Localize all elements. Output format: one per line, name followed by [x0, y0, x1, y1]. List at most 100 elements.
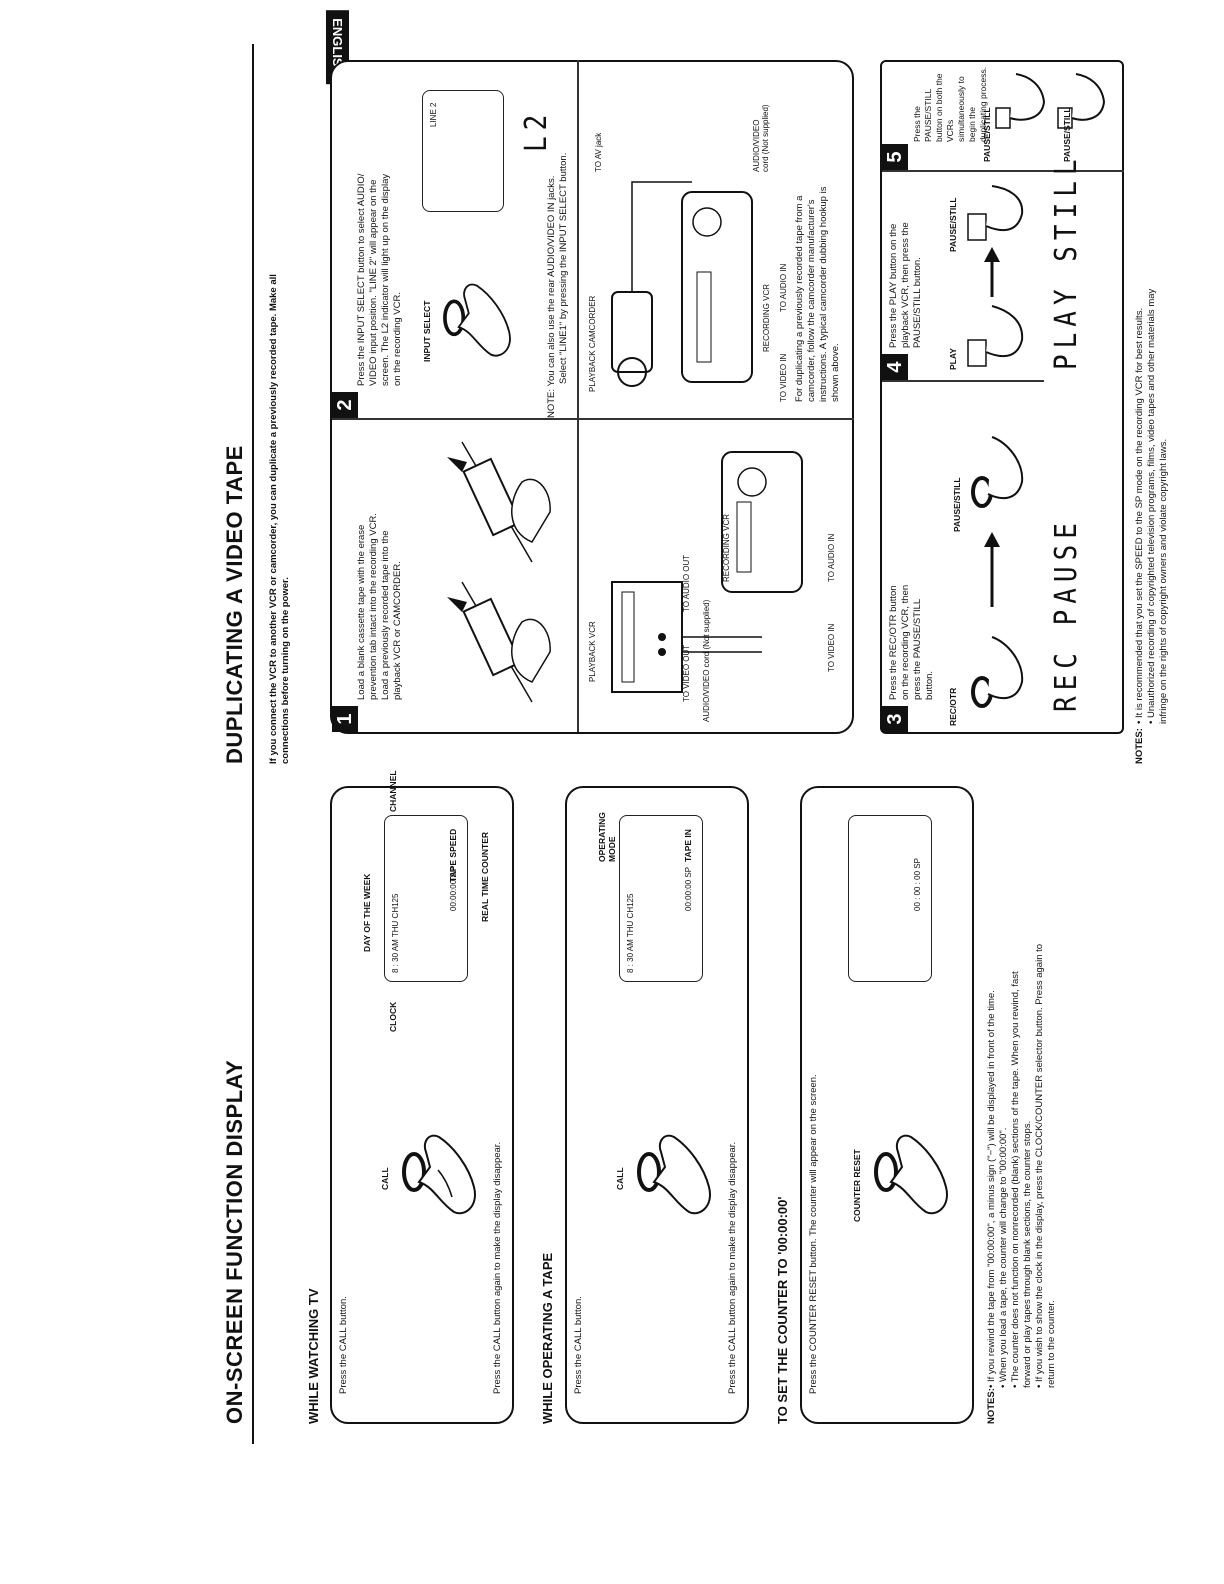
callout-speed: TAPE SPEED: [448, 828, 458, 882]
cord-line: cord (Not supplied): [761, 104, 770, 172]
step-3-text: Press the REC/OTR button on the recordin…: [888, 585, 936, 700]
vcr-connection-diagram: [611, 451, 803, 693]
step-text-line: on the recording VCR.: [392, 292, 403, 386]
callout-channel: CHANNEL: [388, 770, 398, 812]
to-audio-in-label: TO AUDIO IN: [827, 533, 836, 582]
call-button-label: CALL: [615, 1167, 625, 1190]
step-text-line: Load a blank cassette tape with the eras…: [356, 524, 367, 700]
step-5-badge: 5: [882, 144, 908, 170]
intro-line: connections before turning on the power.: [280, 577, 291, 764]
step-text-line: screen. The L2 indicator will light up o…: [380, 173, 391, 386]
tv-screen: 00 : 00 : 00 SP: [848, 815, 932, 982]
divider-vertical: [882, 380, 1044, 382]
watching-panel: Press the CALL button. CALL 8 : 30 AM TH…: [330, 770, 514, 1424]
intro-line: If you connect the VCR to another VCR or…: [268, 274, 279, 764]
step-4-text: Press the PLAY button on the playback VC…: [888, 222, 924, 348]
finger-press-icon: [402, 1134, 476, 1215]
step-text-line: button.: [924, 670, 935, 700]
to-video-in-label: TO VIDEO IN: [779, 353, 788, 402]
steps-3-5-panel: 3 Press the REC/OTR button on the record…: [880, 60, 1124, 734]
step-text-line: playback VCR or CAMCORDER.: [392, 561, 403, 700]
line2-screen: LINE 2: [422, 90, 504, 212]
note-line: Select "LINE1" by pressing the INPUT SEL…: [558, 152, 569, 384]
step-2-note: NOTE: You can also use the rear AUDIO/VI…: [546, 153, 570, 418]
playback-vcr-label: PLAYBACK VCR: [588, 621, 597, 682]
step-text-line: on the recording VCR, then: [900, 584, 911, 700]
right-notes: NOTES: • It is recommended that you set …: [1134, 44, 1170, 764]
callout-clock: CLOCK: [388, 1001, 398, 1032]
cord-line: AUDIO/VIDEO: [752, 119, 761, 172]
step-text-line: simultaneously to begin the: [956, 76, 977, 142]
left-page-title: ON-SCREEN FUNCTION DISPLAY: [222, 1059, 247, 1424]
to-video-out-label: TO VIDEO OUT: [682, 644, 691, 702]
instruction-line: For duplicating a previously recorded ta…: [794, 195, 805, 402]
step-text-line: Press the INPUT SELECT button to select …: [356, 173, 367, 386]
screen-top-line: 8 : 30 AM THU CH125: [391, 893, 400, 973]
av-cord-label: AUDIO/VIDEO cord (Not supplied): [752, 104, 770, 172]
notes-label: NOTES:: [986, 1388, 997, 1424]
step-text-line: prevention tab intact into the recording…: [368, 513, 379, 700]
input-select-label: INPUT SELECT: [422, 300, 432, 362]
note-line: • Unauthorized recording of copyrighted …: [1146, 288, 1157, 724]
step-text-line: Press the REC/OTR button: [888, 585, 899, 700]
step-text-line: playback VCR, then press the: [900, 222, 911, 348]
divider-horizontal: [577, 60, 579, 732]
callout-day: DAY OF THE WEEK: [362, 873, 372, 952]
play-pause-sequence-icon: [967, 185, 1024, 367]
rec-pause-display: REC PAUSE: [1049, 517, 1085, 712]
operating-after: Press the CALL button again to make the …: [727, 1141, 738, 1394]
divider-vertical: [882, 170, 1124, 172]
step-1-badge: 1: [332, 706, 358, 732]
recording-vcr-label: RECORDING VCR: [722, 513, 731, 582]
counter-panel: Press the COUNTER RESET button. The coun…: [800, 786, 974, 1424]
counter-heading: TO SET THE COUNTER TO '00:00:00': [775, 1196, 790, 1424]
divider-vertical: [332, 418, 854, 420]
step-text-line: PAUSE/STILL button.: [912, 257, 923, 348]
note-line: infringe on the rights of copyright owne…: [1158, 438, 1169, 724]
av-cord-label: AUDIO/VIDEO cord (Not supplied): [702, 599, 711, 722]
operating-heading: WHILE OPERATING A TAPE: [540, 1252, 555, 1424]
counter-reset-label: COUNTER RESET: [852, 1149, 862, 1222]
finger-press-icon: [443, 283, 511, 357]
callout-counter: REAL TIME COUNTER: [480, 831, 490, 922]
cassette-insert-illustration: [447, 441, 551, 703]
steps-1-2-panel: 1 Load a blank cassette tape with the er…: [330, 60, 854, 734]
notes-label: NOTES:: [1134, 728, 1145, 764]
playback-camcorder-label: PLAYBACK CAMCORDER: [588, 295, 597, 392]
callout-mode: OPERATING MODE: [597, 812, 617, 862]
instruction-line: shown above.: [830, 343, 841, 402]
counter-instruction: Press the COUNTER RESET button. The coun…: [808, 1074, 819, 1394]
step-text-line: Load a previously recorded tape into the: [380, 530, 391, 700]
camcorder-connection-diagram: [611, 181, 753, 387]
step-text-line: Press the PLAY button on the: [888, 223, 899, 348]
to-audio-out-label: TO AUDIO OUT: [682, 554, 691, 612]
operating-panel: Press the CALL button. CALL 8 : 30 AM TH…: [565, 786, 749, 1424]
intro-text: If you connect the VCR to another VCR or…: [268, 274, 292, 764]
play-label: PLAY: [948, 348, 958, 370]
step-5-text: Press the PAUSE/STILL button on both the…: [912, 62, 989, 142]
instruction-line: camcorder, follow the camcorder manufact…: [806, 199, 817, 402]
to-audio-in-label: TO AUDIO IN: [779, 263, 788, 312]
step-text-line: button on both the VCRs: [934, 73, 955, 142]
step-text-line: press the PAUSE/STILL: [912, 598, 923, 700]
step-text-line: VIDEO input position. "LINE 2" will appe…: [368, 179, 379, 386]
screen-bottom-line: 00:00:00 SP: [684, 866, 693, 911]
step-3-badge: 3: [882, 706, 908, 732]
play-still-display: PLAY STILL: [1049, 153, 1085, 370]
instruction-line: instructions. A typical camcorder dubbin…: [818, 186, 829, 402]
finger-press-icon: [874, 1134, 948, 1215]
note-line: NOTE: You can also use the rear AUDIO/VI…: [546, 175, 557, 418]
right-page-title: DUPLICATING A VIDEO TAPE: [222, 445, 247, 764]
pause-still-label: PAUSE/STILL: [948, 197, 958, 252]
watching-after: Press the CALL button again to make the …: [492, 1141, 503, 1394]
camcorder-instructions: For duplicating a previously recorded ta…: [794, 187, 842, 402]
step-2-badge: 2: [332, 392, 358, 418]
step-1-text: Load a blank cassette tape with the eras…: [356, 513, 404, 700]
call-button-label: CALL: [380, 1167, 390, 1190]
watching-instruction: Press the CALL button.: [338, 1296, 349, 1394]
counter-screen-line: 00 : 00 : 00 SP: [913, 858, 922, 911]
callout-tape-in: TAPE IN: [683, 829, 693, 862]
pause-still-hands-icon: [995, 73, 1106, 129]
title-rule: [252, 44, 254, 1444]
